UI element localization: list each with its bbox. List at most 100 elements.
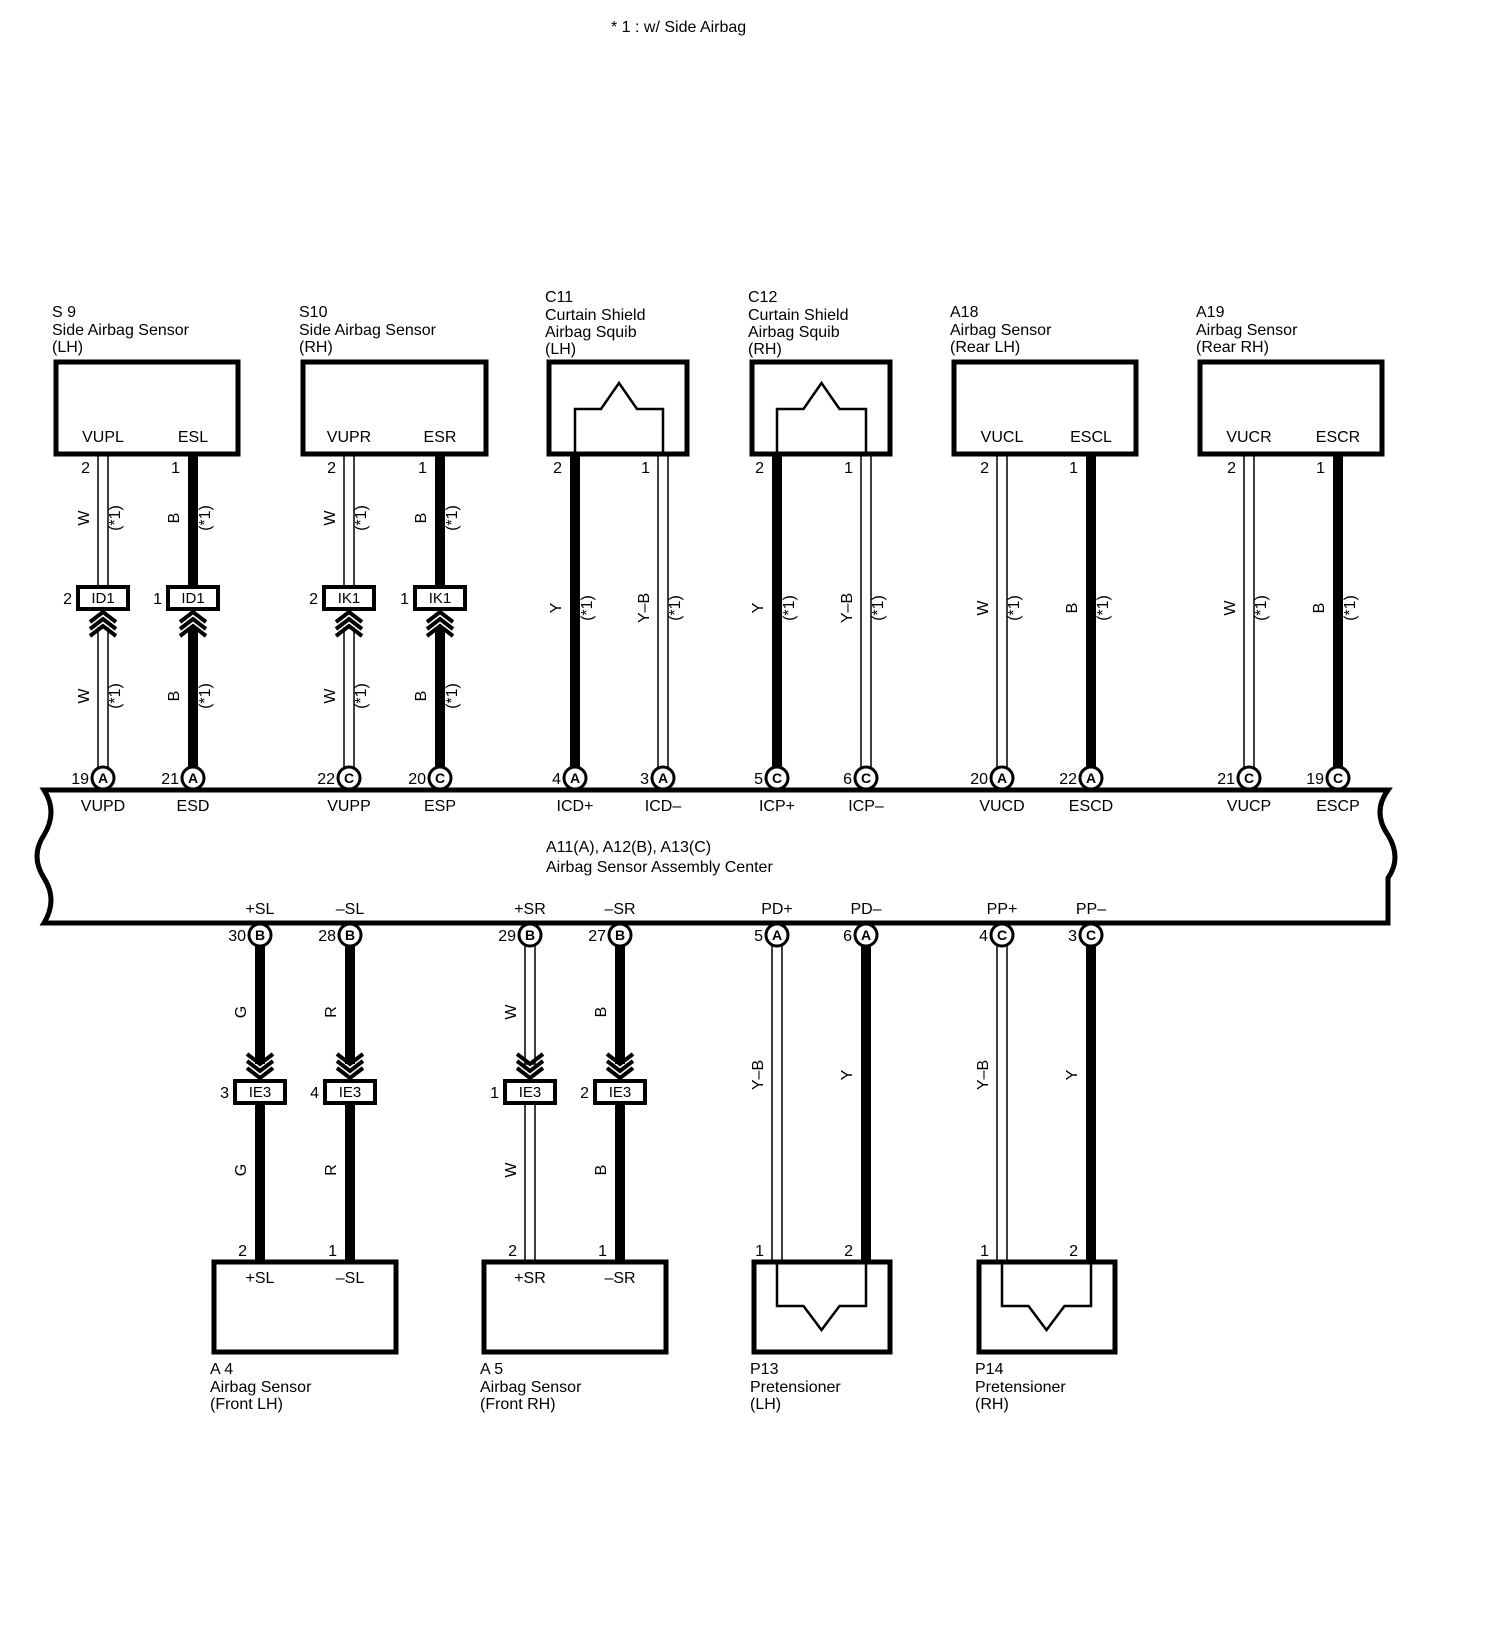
component-box-p13 [751,1259,893,1355]
wire-a18-1 [1086,454,1096,775]
airbag-sensor-assembly-center: A11(A), A12(B), A13(C) Airbag Sensor Ass… [34,787,1398,926]
center-terminal-name: ICP– [848,798,884,815]
inline-connector-id1-s9 [166,585,220,611]
connector-chevron [334,609,364,624]
wire-color-label: Y [1064,1069,1081,1080]
center-connector-a [562,765,588,791]
center-terminal-name: +SR [514,901,546,918]
center-pin-number: 6 [843,771,852,788]
component-pin-number: 2 [553,460,562,477]
inline-connector-ie3-a5 [503,1079,557,1105]
component-side-a4: (Front LH) [210,1396,283,1413]
connector-chevron [425,623,455,638]
component-sub-a19: (Rear RH) [1196,339,1269,356]
connector-chevron [178,616,208,631]
component-box-p14 [976,1259,1118,1355]
component-terminal-name: ESR [424,429,457,446]
component-name-s9: Side Airbag Sensor [52,322,190,339]
inline-connector-ie3-a5-code: IE3 [609,1084,632,1101]
connector-chevron [245,1059,275,1074]
inline-connector-ie3-a5 [593,1079,647,1105]
wire-note: (*1) [1342,595,1359,621]
wire-color-label: W [322,688,339,704]
wire-color-label: Y–B [750,1060,767,1090]
connector-chevron [335,1059,365,1074]
wire-note: (*1) [1253,595,1270,621]
center-pin-number: 19 [71,771,89,788]
center-connector-b [337,922,363,948]
center-connector-a-letter: A [1086,770,1096,786]
wire-note: (*1) [579,595,596,621]
wire-note: (*1) [107,505,124,531]
wire-color-label: B [1064,603,1081,614]
center-pin-number: 20 [408,771,426,788]
inline-connector-id1-s9-pin: 2 [63,591,72,608]
center-pin-number: 21 [1217,771,1235,788]
squib-element-c11 [573,380,665,454]
component-pin-number: 1 [328,1243,337,1260]
center-terminal-name: VUCD [979,798,1024,815]
squib-element-p13 [775,1262,868,1333]
component-terminal-name: ESCL [1070,429,1112,446]
component-id-s10: S10 [299,304,328,321]
connector-chevron [425,616,455,631]
center-terminal-name: ICD– [645,798,682,815]
connector-chevron [425,609,455,624]
component-id-p14: P14 [975,1361,1004,1378]
center-connector-codes: A11(A), A12(B), A13(C) [546,839,711,856]
inline-connector-ie3-a4 [323,1079,377,1105]
wire-note: (*1) [870,595,887,621]
component-sub-c12: Airbag Squib [748,324,840,341]
wire-color-label: B [166,513,183,524]
component-pin-number: 2 [81,460,90,477]
center-body [34,787,1398,926]
wire-color-label: B [166,691,183,702]
center-connector-b [607,922,633,948]
inline-connector-ie3-a4 [233,1079,287,1105]
wire-p13-2 [861,938,871,1262]
center-connector-a-letter: A [98,770,108,786]
center-terminal-name: PD– [850,901,881,918]
component-side-p14: (RH) [975,1396,1009,1413]
inline-connector-ie3-a5-pin: 2 [580,1085,589,1102]
center-terminal-name: PP+ [987,901,1018,918]
component-id-c12: C12 [748,289,777,306]
squib-element-p14 [1000,1262,1093,1333]
component-id-a18: A18 [950,304,979,321]
component-id-c11: C11 [545,289,573,306]
component-terminal-name: ESCR [1316,429,1360,446]
wire-note: (*1) [353,505,370,531]
center-terminal-name: VUCP [1227,798,1271,815]
wire-a5-2-upper [524,937,536,1065]
component-box-a18 [951,359,1139,457]
wire-p13-1 [771,937,783,1263]
center-pin-number: 5 [754,928,763,945]
center-pin-number: 22 [1059,771,1077,788]
center-pin-number: 5 [754,771,763,788]
component-name-p13: Pretensioner [750,1379,841,1396]
component-box-s10 [300,359,489,457]
center-terminal-name: –SR [604,901,635,918]
wire-color-label: W [1222,600,1239,616]
center-connector-c [853,765,879,791]
center-connector-a [180,765,206,791]
wire-a4-1-upper [345,938,355,1064]
wire-a4-2-upper [255,938,265,1064]
inline-connector-ik1-s10-code: IK1 [429,590,452,607]
inline-connector-id1-s9 [76,585,130,611]
component-id-p13: P13 [750,1361,779,1378]
center-terminal-name: VUPD [81,798,125,815]
component-pin-number: 2 [980,460,989,477]
wire-note: (*1) [667,595,684,621]
center-connector-b [517,922,543,948]
wire-note: (*1) [353,683,370,709]
wire-a5-2-lower [524,1102,536,1263]
connector-chevron [335,1052,365,1067]
connector-chevron [178,623,208,638]
wire-note: (*1) [444,683,461,709]
center-pin-number: 20 [970,771,988,788]
center-connector-b-letter: B [615,927,625,943]
component-pin-number: 2 [844,1243,853,1260]
center-connector-a-letter: A [658,770,668,786]
